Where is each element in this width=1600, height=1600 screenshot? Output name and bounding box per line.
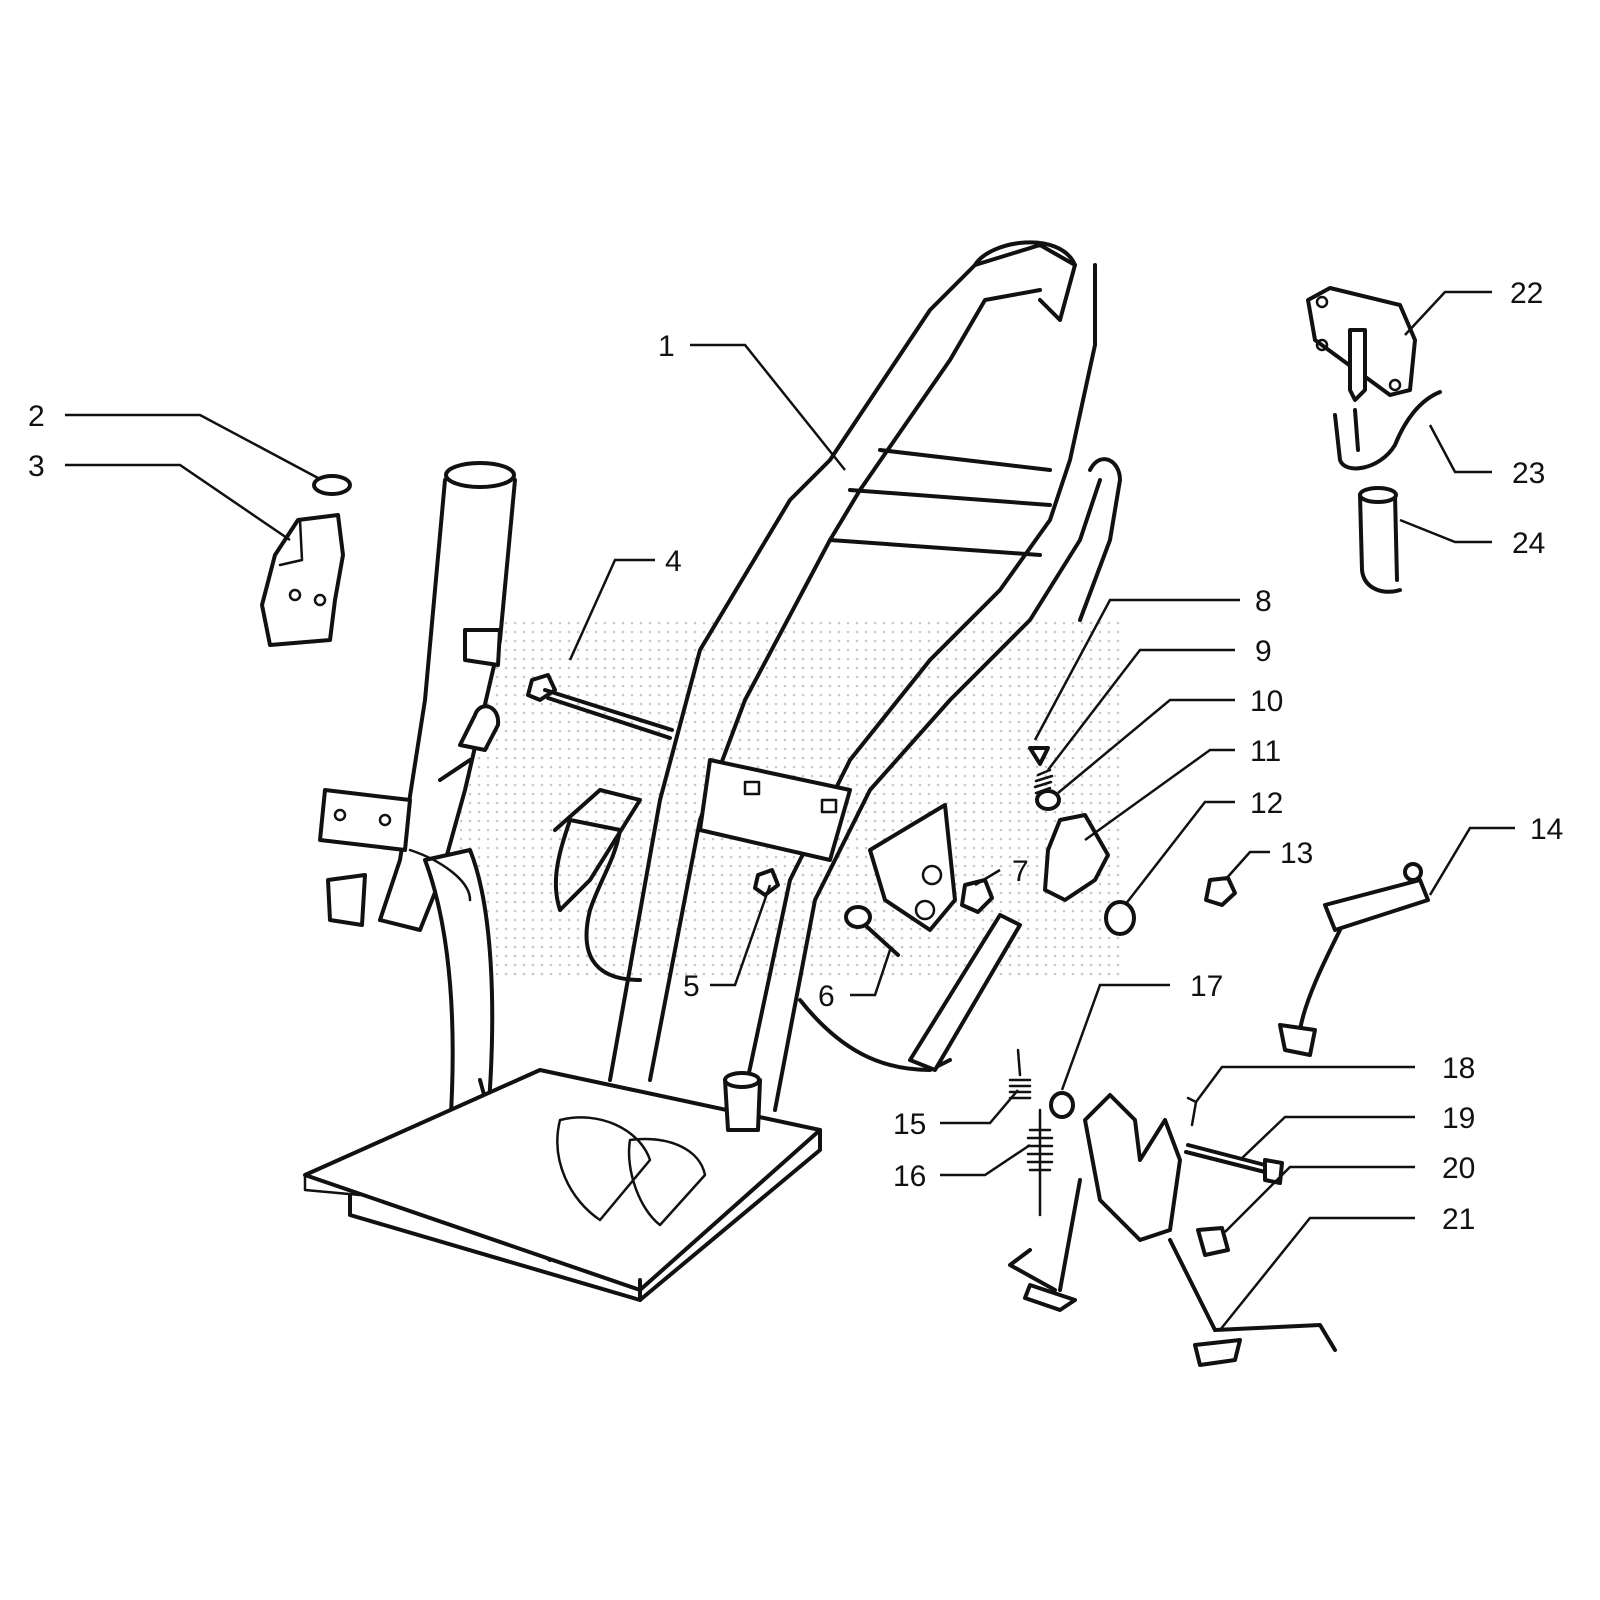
part-24-hose [1358,493,1402,594]
callout-4: 4 [665,545,682,578]
callout-6: 6 [818,980,835,1013]
callout-2: 2 [28,400,45,433]
part-19-bolt [1184,1143,1284,1185]
callout-12: 12 [1250,787,1283,820]
callout-21: 21 [1442,1203,1475,1236]
part-12-bush [1104,900,1136,936]
callout-16: 16 [893,1160,926,1193]
part-frame [303,240,1122,1302]
callout-20: 20 [1442,1152,1475,1185]
part-bolt-short [844,905,900,957]
part-13-nut [1204,876,1237,907]
part-center-stand [1008,1093,1337,1367]
part-22-bracket [1306,286,1417,402]
callout-18: 18 [1442,1052,1475,1085]
part-15-spring [1008,1048,1032,1100]
part-20-stop [1196,1226,1230,1257]
callout-10: 10 [1250,685,1283,718]
leader-lines [65,290,1515,1331]
callout-7: 7 [1012,855,1029,888]
callout-labels: 1 2 3 4 5 6 7 8 9 10 11 12 13 14 15 16 1… [28,277,1563,1236]
part-23-hose [1333,390,1442,471]
part-23-hose-b [1353,408,1360,452]
callout-17: 17 [1190,970,1223,1003]
callout-24: 24 [1512,527,1545,560]
callout-14: 14 [1530,813,1563,846]
callout-5: 5 [683,970,700,1003]
callout-23: 23 [1512,457,1545,490]
callout-9: 9 [1255,635,1272,668]
callout-11: 11 [1250,735,1281,768]
callout-8: 8 [1255,585,1272,618]
part-cap [312,474,352,496]
callout-13: 13 [1280,837,1313,870]
callout-19: 19 [1442,1102,1475,1135]
callout-15: 15 [893,1108,926,1141]
part-kick-lever [1278,862,1430,1057]
callout-1: 1 [658,330,675,363]
part-24-hose-end [1358,486,1398,504]
part-bolt-long [526,673,674,740]
callout-3: 3 [28,450,45,483]
part-9-spring [1033,768,1054,795]
part-lock-housing [260,513,345,647]
part-nut-small [753,868,780,897]
part-8 [1028,746,1050,766]
part-17-washer [1049,1091,1075,1119]
part-16-spring [1026,1108,1054,1217]
callout-22: 22 [1510,277,1543,310]
part-18-pin [1186,1096,1198,1127]
part-10 [1035,789,1061,811]
